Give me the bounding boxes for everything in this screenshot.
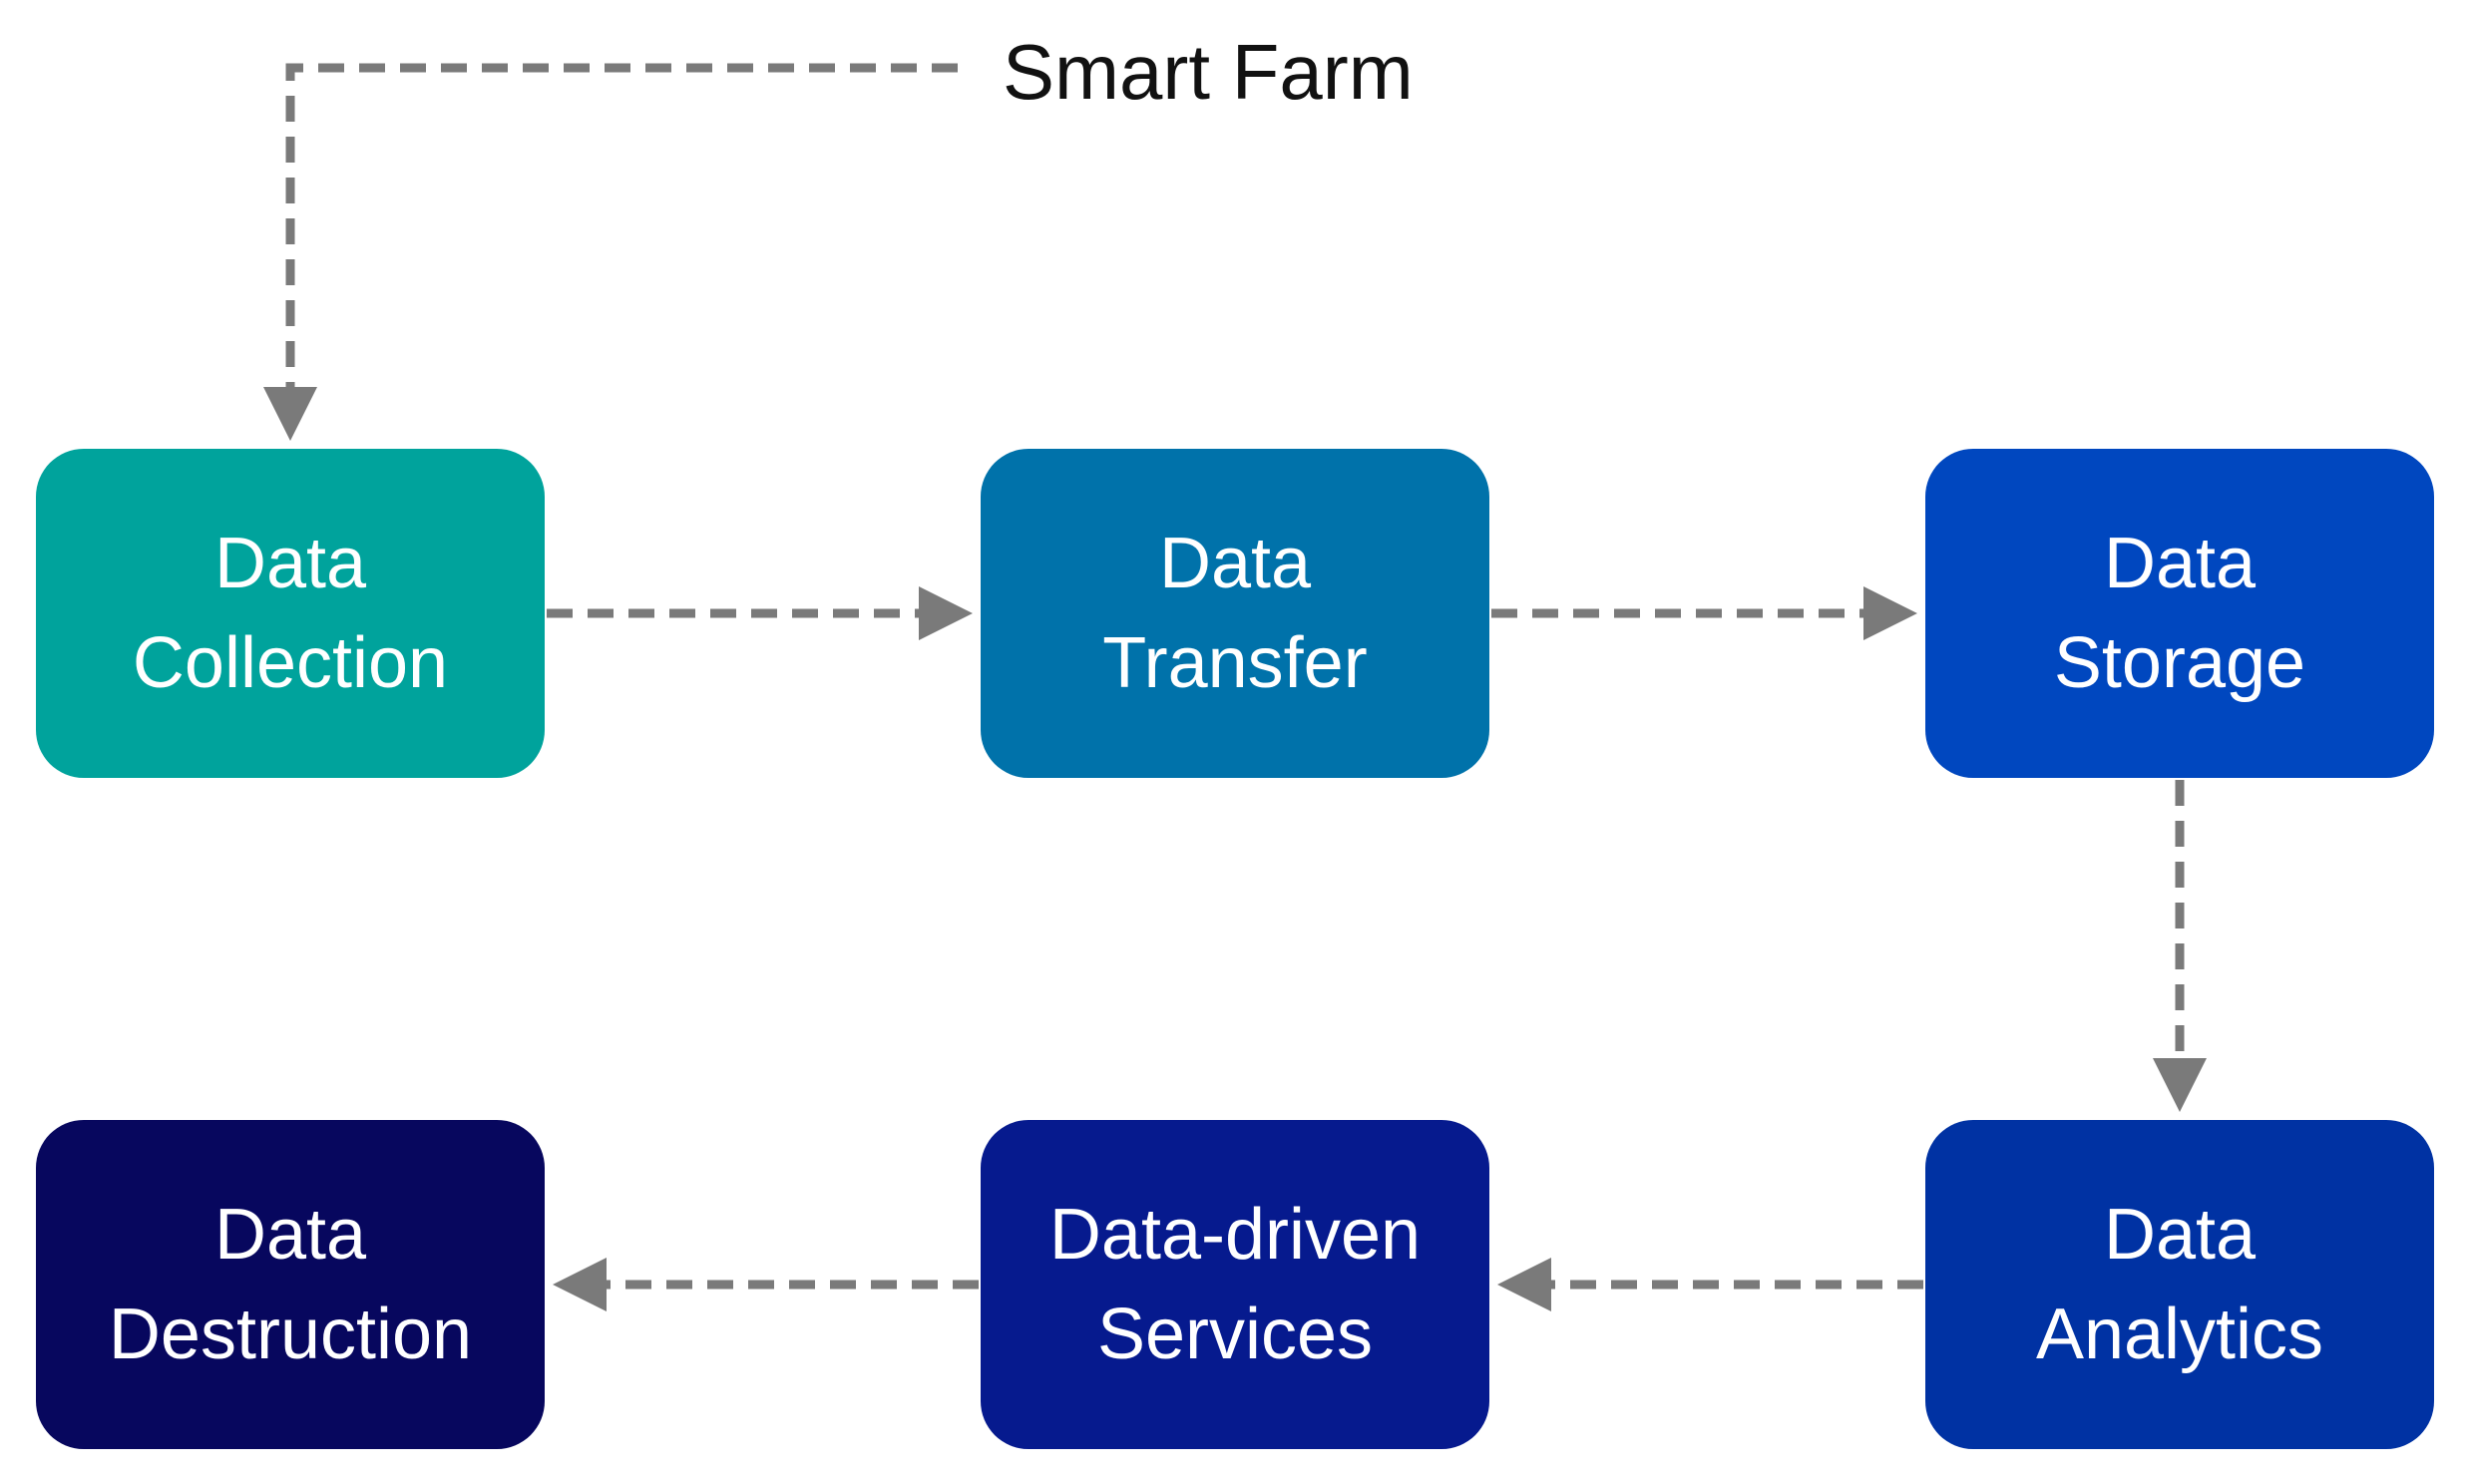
node-label-line: Services: [1096, 1295, 1374, 1374]
node-data-analytics: Data Analytics: [1925, 1120, 2434, 1449]
node-label-line: Data: [1158, 524, 1312, 603]
node-label-line: Data: [213, 1195, 367, 1275]
node-label-line: Data: [213, 524, 367, 603]
node-data-destruction: Data Destruction: [36, 1120, 545, 1449]
diagram-title: Smart Farm: [1003, 28, 1414, 116]
node-label-line: Collection: [132, 623, 449, 703]
node-label-line: Data-driven: [1048, 1195, 1422, 1275]
node-label-line: Destruction: [108, 1295, 473, 1374]
edge-smart-farm-to-data-collection: [263, 63, 958, 441]
node-label-line: Data: [2103, 1195, 2257, 1275]
node-label-line: Storage: [2053, 623, 2306, 703]
node-data-transfer: Data Transfer: [981, 449, 1489, 778]
node-label-line: Transfer: [1102, 623, 1368, 703]
node-data-storage: Data Storage: [1925, 449, 2434, 778]
node-data-driven-services: Data-driven Services: [981, 1120, 1489, 1449]
node-label-line: Analytics: [2035, 1295, 2324, 1374]
node-data-collection: Data Collection: [36, 449, 545, 778]
node-label-line: Data: [2103, 524, 2257, 603]
